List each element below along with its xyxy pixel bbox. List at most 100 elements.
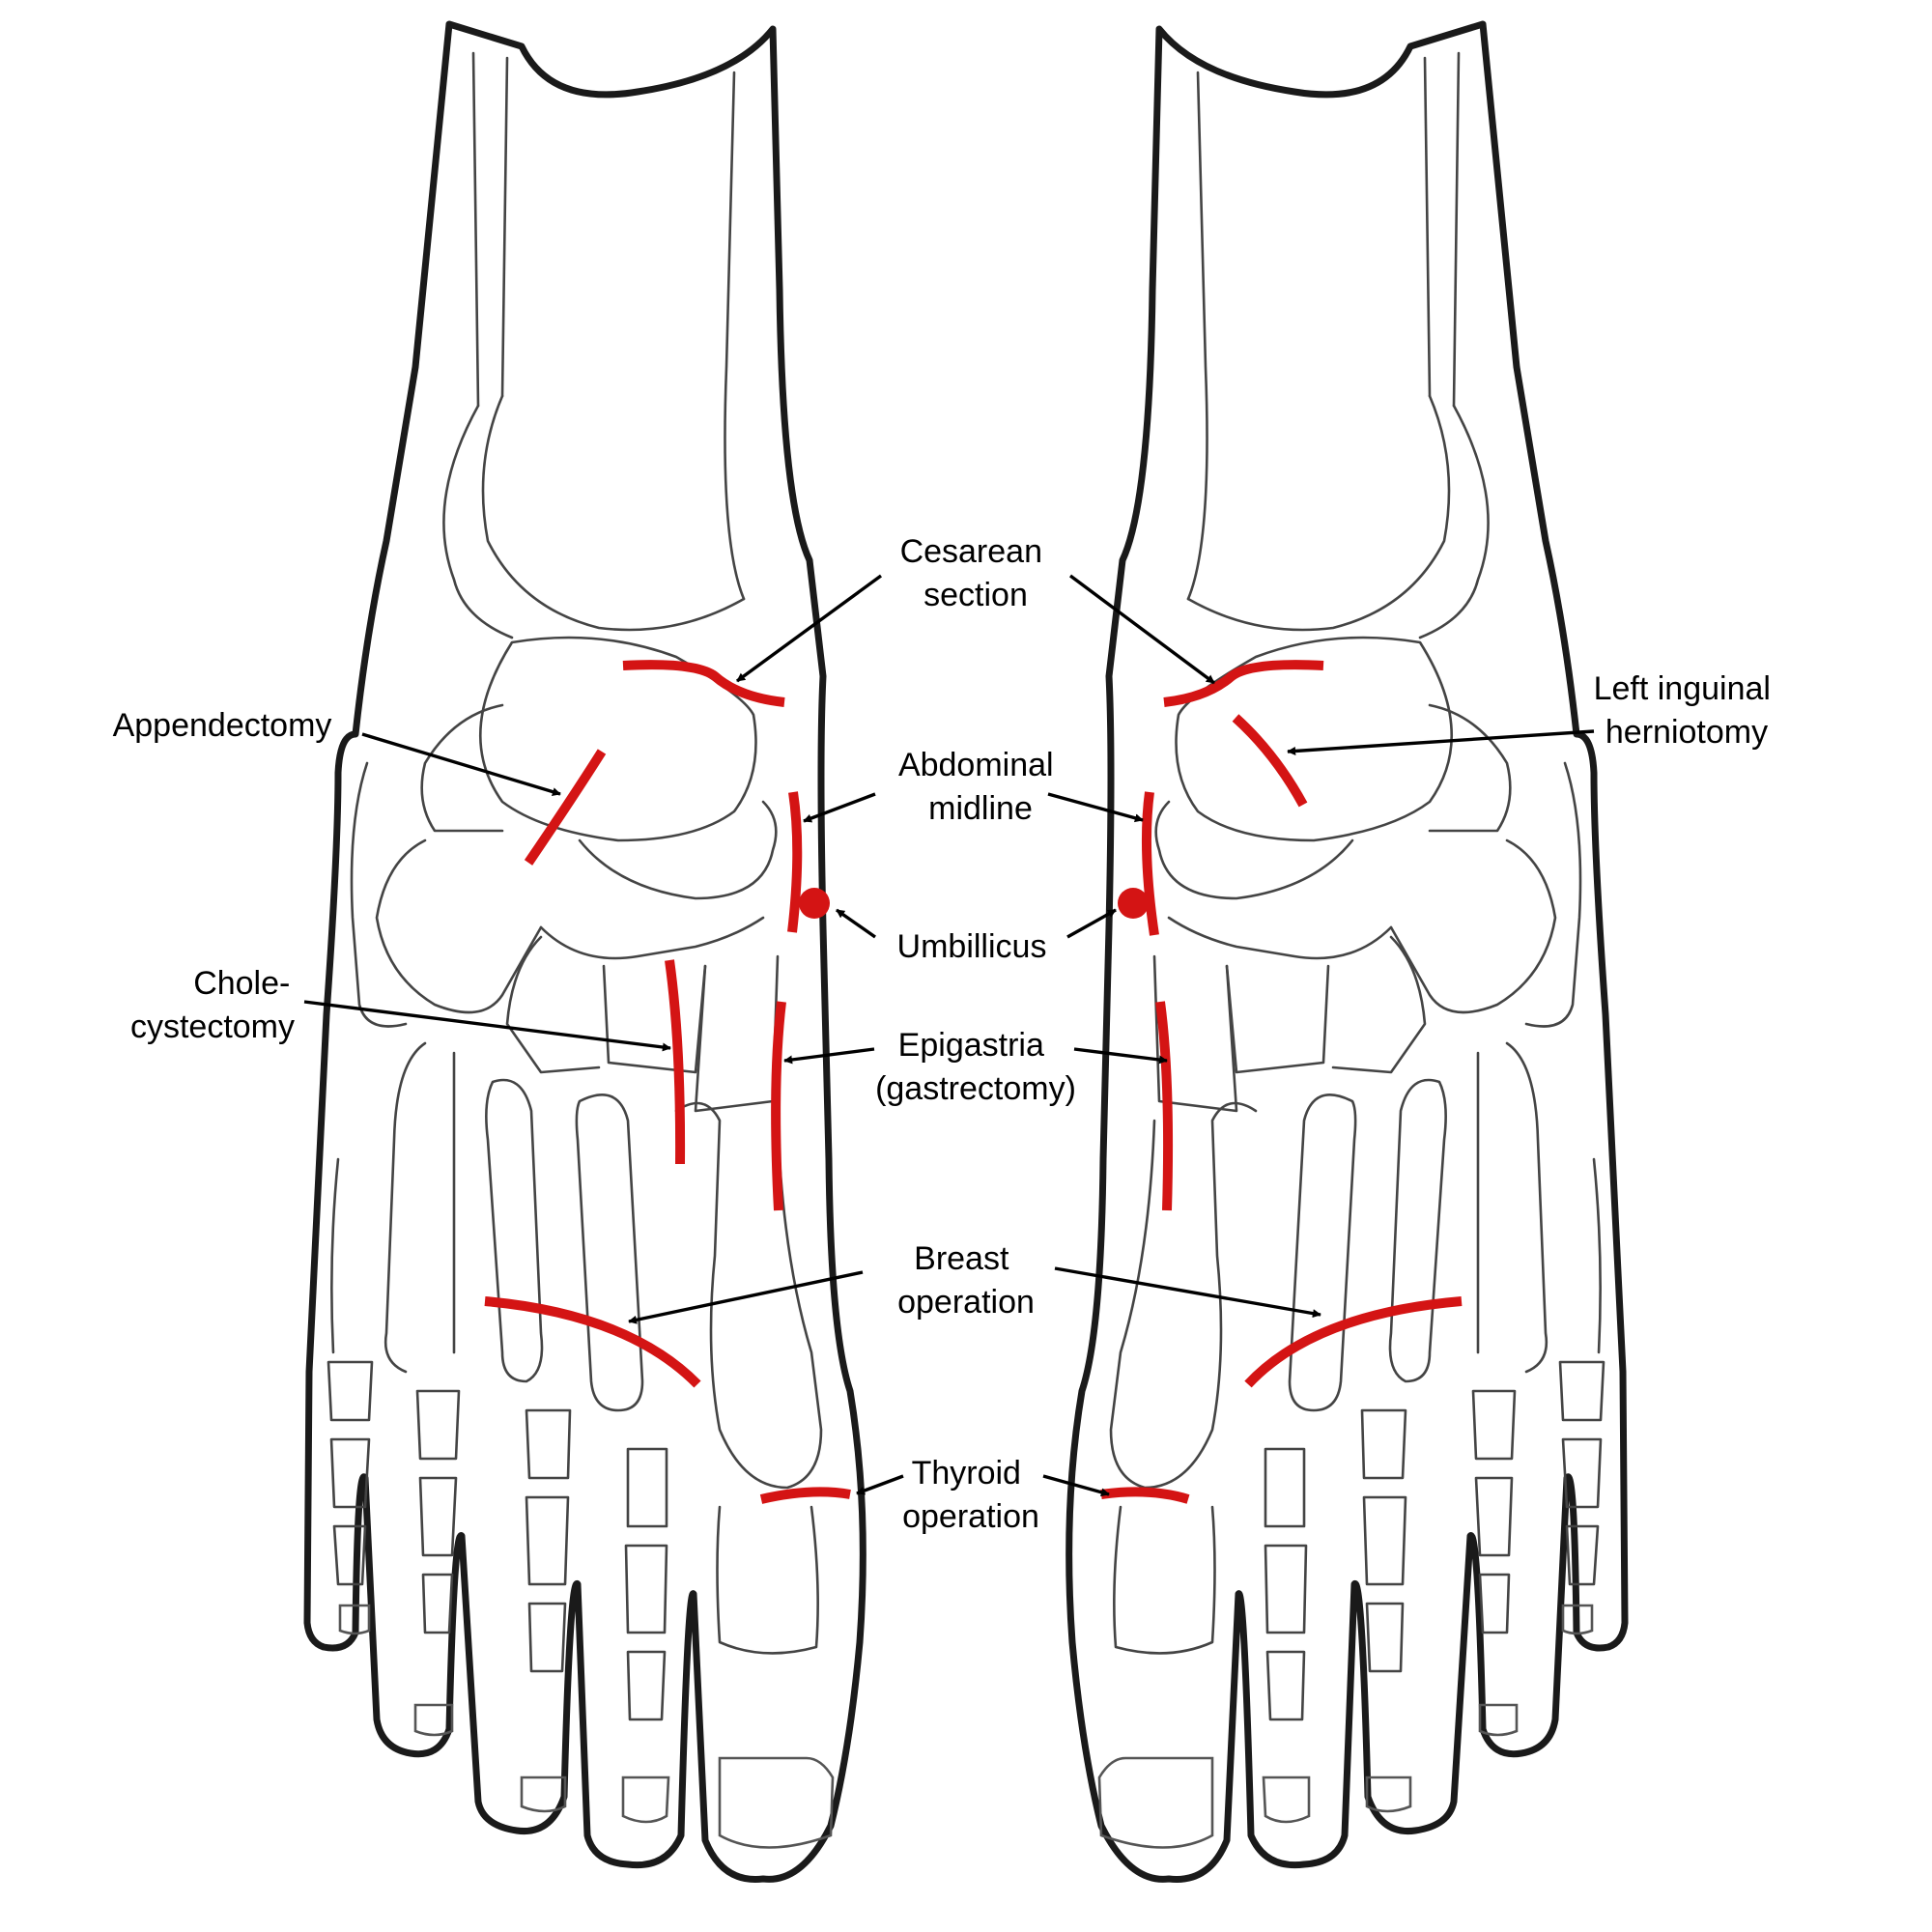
right-foot [1065,20,1629,1883]
right-metatarsal [1505,1041,1548,1374]
right-metatarsal [1388,1078,1447,1383]
label-appendectomy: Appendectomy [113,707,332,744]
right-metatarsal [1109,1101,1258,1490]
right-cuneiform [1167,916,1393,960]
left-phalanx [415,1389,461,1461]
arrow-cesarean-right [1068,574,1216,685]
left-phalanx [327,1360,374,1422]
right-foot-outline [1065,20,1629,1883]
left-abdominal-midline-incision [787,791,803,933]
right-phalanx [1558,1360,1605,1422]
left-leg-line [442,404,514,639]
left-toenail [520,1776,567,1813]
left-leg-line [471,51,480,408]
arrow-cholecystectomy [303,1000,671,1052]
right-tarsal-outline [1524,761,1582,1028]
right-toenail [1478,1703,1519,1737]
right-incisions [1100,660,1463,1504]
right-cuneiform [1331,935,1427,1074]
right-phalanx [1264,1447,1306,1528]
arrows [303,574,1595,1497]
left-cuneiform [694,954,780,1113]
arrow-umbillicus-right [1066,908,1117,939]
left-phalanx [418,1476,458,1557]
arrow-thyroid-left [856,1474,904,1495]
right-leg-line [1418,404,1490,639]
right-cuneiform [1152,954,1238,1113]
right-phalanx [1471,1389,1517,1461]
right-phalanx [1365,1602,1405,1673]
left-cuneiform [602,964,707,1074]
left-leg-line [500,56,509,398]
left-phalanx [329,1437,371,1509]
left-talus [479,636,757,842]
left-toenail [413,1703,454,1737]
left-phalanx [525,1408,572,1480]
left-umbillicus-dot [799,888,830,919]
left-metatarsal [384,1041,427,1374]
right-thyroid-incision [1100,1487,1190,1504]
left-thyroid-incision [759,1487,851,1504]
left-tarsal-outline [350,761,408,1028]
left-calcaneus [420,703,504,833]
arrow-breast-left [628,1270,864,1324]
right-calcaneus [1428,703,1512,833]
left-cholecystectomy-incision [665,959,686,1165]
arrow-umbillicus-left [836,908,876,939]
right-metatarsal [1288,1094,1357,1412]
right-cesarean-incision [1163,660,1324,707]
right-toenail [1561,1604,1594,1635]
left-foot-outline [303,20,867,1883]
left-metatarsal [575,1094,644,1412]
left-epigastria-incision [771,1001,786,1211]
left-leg-line [481,394,746,632]
left-cesarean-incision [622,660,785,707]
left-phalanx [332,1524,367,1586]
left-metatarsal [674,1101,823,1490]
right-talus [1175,636,1453,842]
label-umbillicus: Umbillicus [897,928,1047,965]
right-phalanx [1565,1524,1600,1586]
right-umbillicus-dot [1118,888,1149,919]
label-cesarean: Cesarean section [900,533,1052,613]
left-cuneiform [539,916,765,960]
arrow-epigastria-left [783,1047,875,1065]
right-abdominal-midline-incision [1141,791,1159,936]
right-herniotomy-incision [1232,714,1308,808]
left-cuboid [375,838,543,1014]
labels: Cesarean section Appendectomy Left ingui… [113,533,1780,1535]
label-left-inguinal: Left inguinal herniotomy [1594,670,1780,751]
right-phalanx [1265,1650,1306,1721]
right-navicular [1154,800,1354,900]
left-phalanx [624,1544,668,1634]
left-appendectomy-incision [524,749,607,866]
arrow-cesarean-left [735,574,883,683]
arrow-thyroid-right [1042,1474,1110,1497]
label-abdominal-midline: Abdominal midline [898,747,1063,827]
right-cuboid [1389,838,1557,1014]
left-phalanx [626,1447,668,1528]
right-metatarsal [1592,1157,1602,1354]
left-phalanx [527,1602,567,1673]
right-cuneiform [1225,964,1330,1074]
right-toenail-big [1097,1756,1214,1849]
arrow-abdominal-midline-right [1047,792,1144,823]
left-toenail-big [718,1756,835,1849]
right-toenail [1365,1776,1412,1813]
arrow-epigastria-right [1073,1047,1168,1065]
right-epigastria-incision [1155,1001,1174,1211]
left-navicular [578,800,778,900]
right-phalanx [1474,1476,1514,1557]
right-phalanx [1264,1544,1308,1634]
label-epigastria: Epigastria (gastrectomy) [875,1027,1076,1107]
arrow-left-inguinal [1287,729,1595,755]
label-breast: Breast operation [897,1240,1035,1321]
left-metatarsal [485,1078,544,1383]
right-phalanx [1561,1437,1603,1509]
left-metatarsal [330,1157,340,1354]
right-leg-line [1186,71,1208,601]
right-phalanx [1113,1505,1216,1655]
right-leg-line [1452,51,1461,408]
arrow-breast-right [1054,1266,1321,1319]
